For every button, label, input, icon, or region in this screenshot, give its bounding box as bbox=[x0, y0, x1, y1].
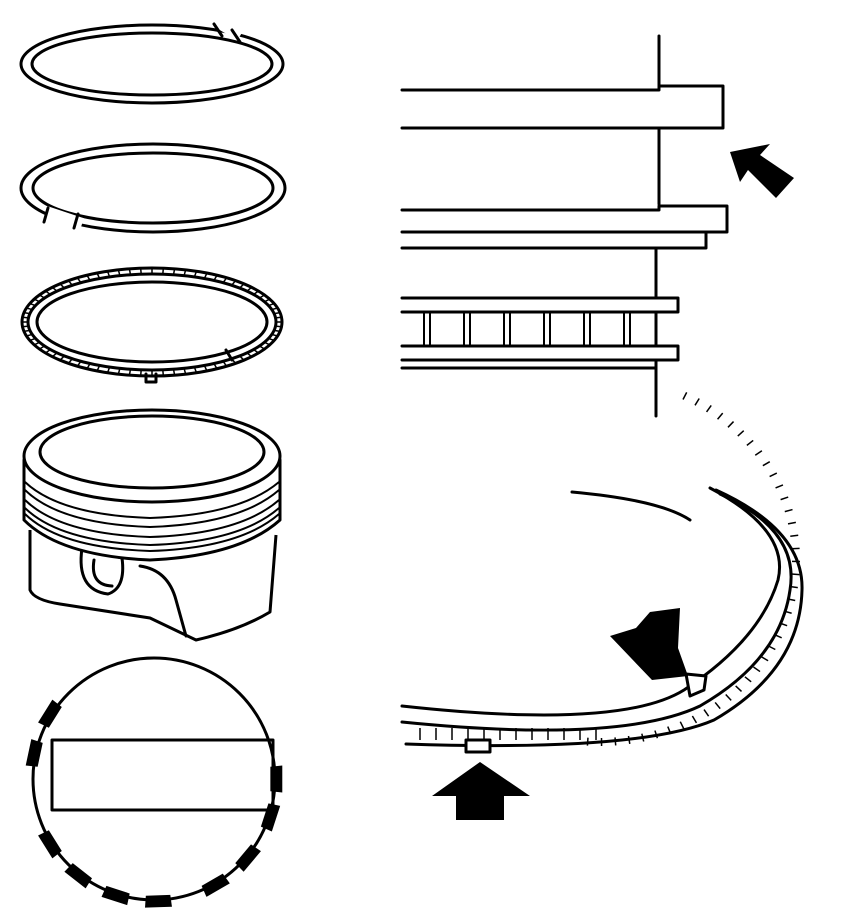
ring-gap-orientation-view bbox=[25, 656, 283, 908]
second-compression-ring bbox=[19, 142, 287, 234]
oil-ring-detail-ribs bbox=[419, 392, 800, 747]
oil-ring-ribs bbox=[22, 268, 282, 376]
groove-cross-section bbox=[400, 34, 794, 418]
piston bbox=[22, 408, 282, 642]
groove-cross-section-arrow bbox=[730, 144, 794, 198]
ring-gap-arrow bbox=[432, 762, 530, 820]
gap-position-marks bbox=[25, 699, 283, 908]
top-compression-ring bbox=[19, 17, 285, 105]
oil-ring-detail bbox=[400, 392, 804, 820]
oil-ring-expander bbox=[423, 311, 631, 347]
expander-gap-arrow bbox=[610, 608, 688, 680]
oil-control-ring bbox=[20, 266, 284, 384]
